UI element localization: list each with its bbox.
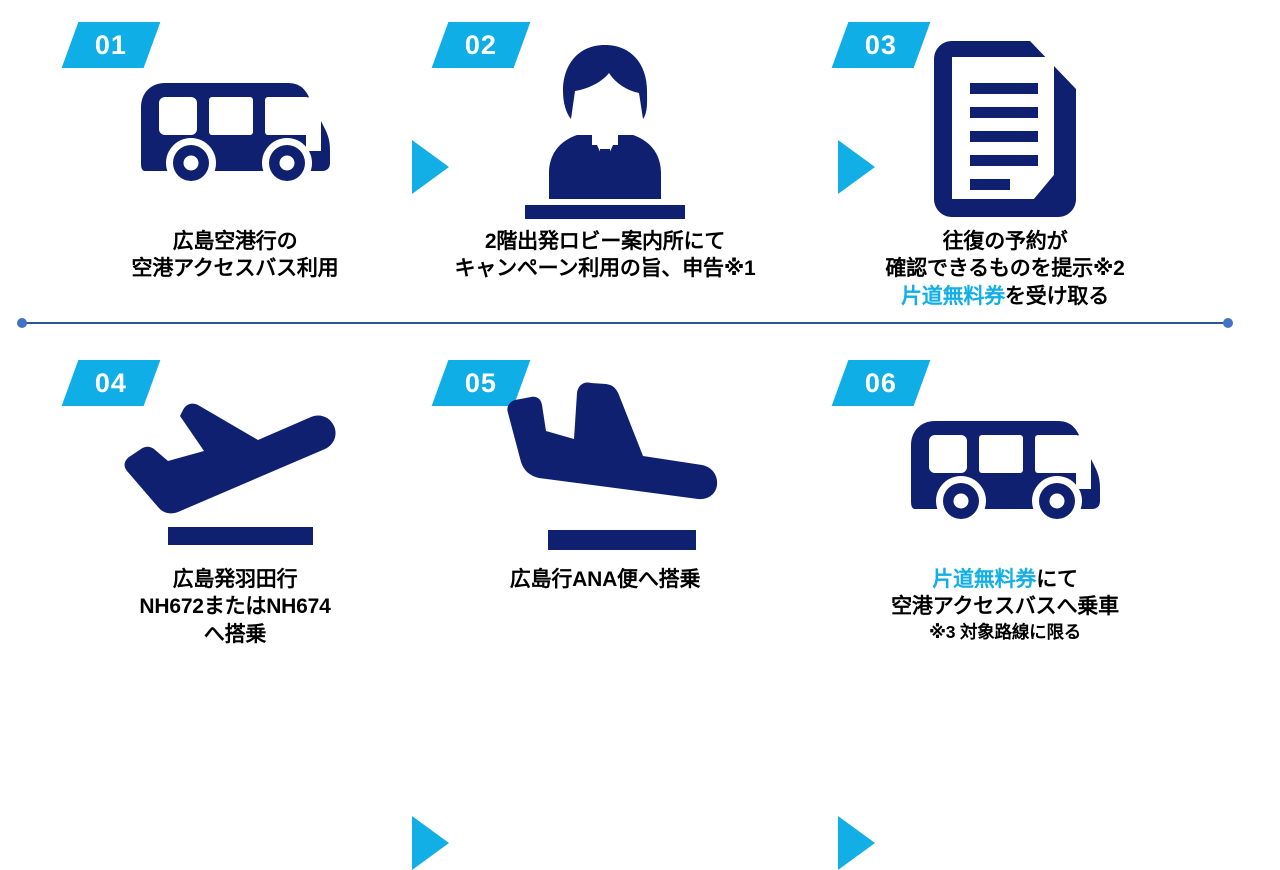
step-card-05: 05 広島行ANA便へ搭乗 bbox=[431, 338, 810, 658]
step-caption-04: 広島発羽田行 NH672またはNH674 へ搭乗 bbox=[70, 566, 400, 648]
divider-dot-left bbox=[17, 318, 27, 328]
flow-arrow-icon bbox=[412, 140, 449, 194]
step-caption-03: 往復の予約が 確認できるものを提示※2 片道無料券を受け取る bbox=[840, 228, 1170, 310]
caption-line-tail: にて bbox=[1036, 568, 1078, 591]
highlight-free-ticket-text: 片道無料券 bbox=[901, 284, 1005, 308]
caption-line: 往復の予約が bbox=[942, 230, 1068, 253]
bus-icon bbox=[70, 34, 400, 224]
caption-line-tail: を受け取る bbox=[1005, 284, 1109, 308]
divider-dot-right bbox=[1223, 318, 1233, 328]
caption-line: 広島発羽田行 bbox=[172, 568, 298, 591]
caption-footnote: ※3 対象路線に限る bbox=[928, 621, 1082, 642]
caption-line: 2階出発ロビー案内所にて bbox=[484, 230, 726, 253]
airplane-departure-icon bbox=[70, 372, 400, 562]
airplane-arrival-icon bbox=[440, 372, 770, 562]
caption-line: へ搭乗 bbox=[203, 622, 267, 646]
caption-line: 確認できるものを提示※2 bbox=[885, 257, 1125, 281]
step-card-04: 04 広島発羽田行 NH672またはNH674 へ搭乗 bbox=[61, 338, 440, 658]
caption-line: 空港アクセスバスへ乗車 bbox=[891, 595, 1119, 619]
step-caption-02: 2階出発ロビー案内所にて キャンペーン利用の旨、申告※1 bbox=[440, 228, 770, 283]
bus-icon bbox=[840, 372, 1170, 562]
caption-line: 空港アクセスバス利用 bbox=[131, 257, 339, 281]
step-row-bottom: 04 広島発羽田行 NH672またはNH674 へ搭乗 05 bbox=[0, 338, 1280, 870]
caption-line: 片道無料券を受け取る bbox=[840, 283, 1170, 310]
step-card-02: 02 2階出発ロビー案内所にて キャンペーン利用の旨、申告※1 bbox=[431, 0, 810, 320]
caption-line: 片道無料券にて bbox=[840, 566, 1170, 593]
step-caption-01: 広島空港行の 空港アクセスバス利用 bbox=[70, 228, 400, 283]
caption-line: 広島空港行の bbox=[172, 230, 298, 253]
step-caption-05: 広島行ANA便へ搭乗 bbox=[440, 566, 770, 593]
flow-arrow-icon bbox=[838, 816, 875, 870]
caption-line: キャンペーン利用の旨、申告※1 bbox=[454, 257, 756, 281]
step-row-top: 01 広島空港行の 空港アクセスバ bbox=[0, 0, 1280, 320]
document-icon bbox=[840, 34, 1170, 224]
caption-line: NH672またはNH674 bbox=[139, 595, 331, 619]
step-card-01: 01 広島空港行の 空港アクセスバ bbox=[61, 0, 440, 320]
step-card-03: 03 往復の予約が 確認できるものを提示※2 片道無料券を受け取る bbox=[831, 0, 1210, 320]
highlight-free-ticket-text: 片道無料券 bbox=[932, 568, 1037, 591]
row-divider bbox=[17, 318, 1233, 328]
flow-arrow-icon bbox=[838, 140, 875, 194]
flow-arrow-icon bbox=[412, 816, 449, 870]
caption-line: 広島行ANA便へ搭乗 bbox=[509, 568, 701, 591]
information-desk-staff-icon bbox=[440, 34, 770, 224]
step-caption-06: 片道無料券にて 空港アクセスバスへ乗車 ※3 対象路線に限る bbox=[840, 566, 1170, 643]
step-card-06: 06 片道無料券にて 空港アクセス bbox=[831, 338, 1210, 658]
